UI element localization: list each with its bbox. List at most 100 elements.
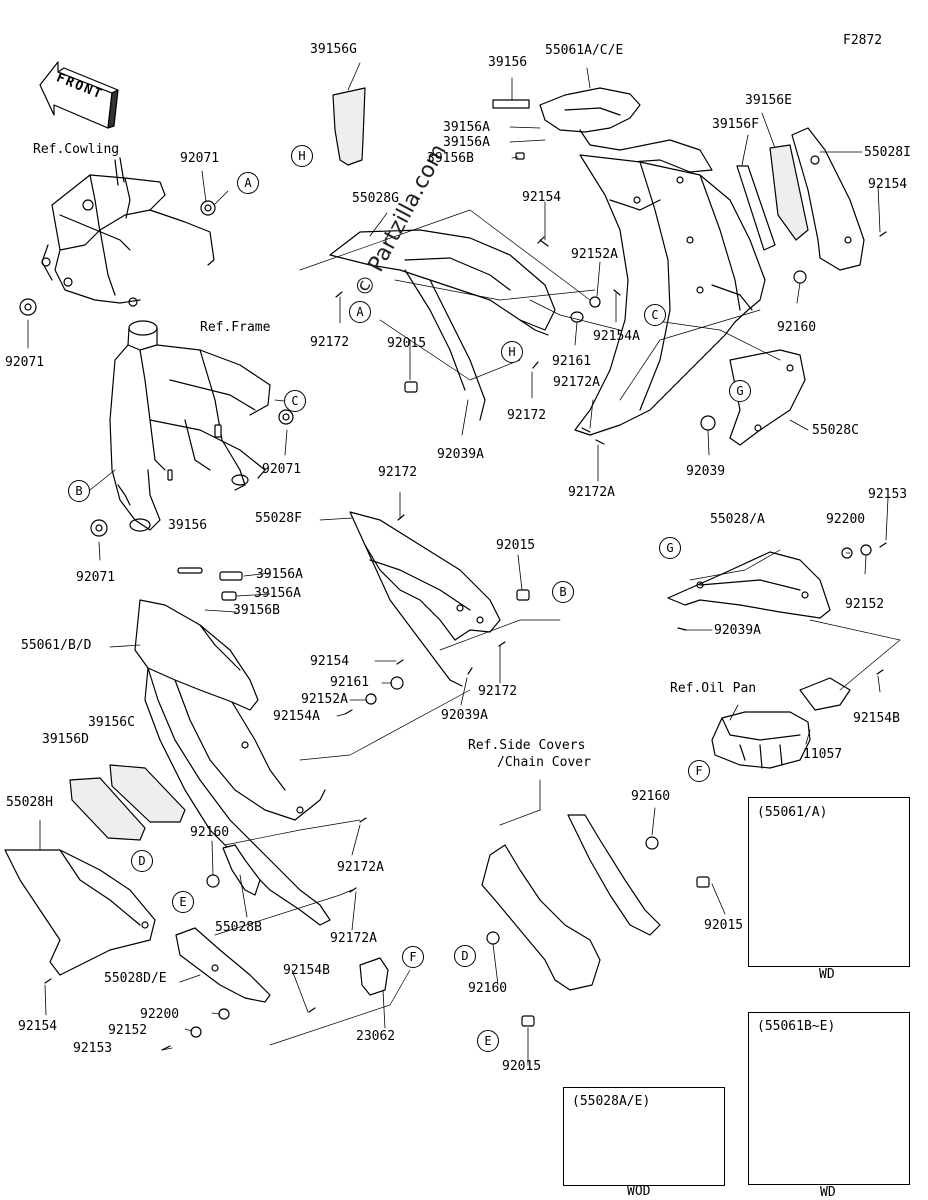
inset-box-55061A [748, 797, 910, 967]
part-label[interactable]: 55028F [255, 511, 302, 526]
callout-f[interactable]: F [688, 760, 710, 782]
part-label[interactable]: 92152A [571, 247, 618, 262]
callout-g[interactable]: G [659, 537, 681, 559]
part-label[interactable]: 55061/B/D [21, 638, 92, 653]
part-label[interactable]: 92154 [310, 654, 350, 669]
inset-box-55061B-E [748, 1012, 910, 1185]
callout-g[interactable]: G [729, 380, 751, 402]
part-label[interactable]: 92152A [301, 692, 348, 707]
part-label[interactable]: 23062 [356, 1029, 396, 1044]
part-label[interactable]: 92153 [868, 487, 908, 502]
callout-b[interactable]: B [68, 480, 90, 502]
part-label[interactable]: 92200 [140, 1007, 180, 1022]
callout-h[interactable]: H [291, 145, 313, 167]
part-label[interactable]: 55028I [864, 145, 911, 160]
callout-c[interactable]: C [284, 390, 306, 412]
inset-title: (55061B~E) [757, 1019, 836, 1034]
part-label[interactable]: 92071 [180, 151, 220, 166]
part-label[interactable]: 39156B [233, 603, 280, 618]
part-label[interactable]: 92172A [568, 485, 615, 500]
strip-39156E-part [770, 145, 808, 240]
part-label[interactable]: 39156F [712, 117, 759, 132]
part-label[interactable]: 92154 [522, 190, 562, 205]
part-label[interactable]: 92172 [310, 335, 350, 350]
part-label[interactable]: 55028B [215, 920, 262, 935]
part-label[interactable]: 92071 [76, 570, 116, 585]
part-label[interactable]: 39156G [310, 42, 357, 57]
part-label[interactable]: 92160 [468, 981, 508, 996]
part-label[interactable]: 92015 [387, 336, 427, 351]
part-label[interactable]: 11057 [803, 747, 843, 762]
part-label[interactable]: 39156C [88, 715, 135, 730]
callout-c[interactable]: C [644, 304, 666, 326]
part-label[interactable]: 55028/A [710, 512, 765, 527]
bracket-55028I-part [792, 128, 864, 270]
part-label[interactable]: 92161 [330, 675, 370, 690]
part-label[interactable]: 39156A [443, 120, 490, 135]
part-label[interactable]: 92154 [868, 177, 908, 192]
part-label[interactable]: 39156D [42, 732, 89, 747]
part-label[interactable]: 92015 [496, 538, 536, 553]
callout-h[interactable]: H [501, 341, 523, 363]
grommet-92071-a [201, 201, 215, 215]
callout-d[interactable]: D [454, 945, 476, 967]
part-label[interactable]: 92172A [330, 931, 377, 946]
part-label[interactable]: 92015 [502, 1059, 542, 1074]
part-label[interactable]: 39156 [488, 55, 528, 70]
part-label[interactable]: 92154 [18, 1019, 58, 1034]
part-label[interactable]: 92160 [631, 789, 671, 804]
part-label[interactable]: 39156B [427, 151, 474, 166]
part-label[interactable]: 92039A [441, 708, 488, 723]
callout-b[interactable]: B [552, 581, 574, 603]
part-label[interactable]: 92160 [190, 825, 230, 840]
inset-caption: WD [820, 1185, 836, 1200]
part-label[interactable]: 55028C [812, 423, 859, 438]
part-label[interactable]: 55028H [6, 795, 53, 810]
panel-55028G-part [330, 230, 555, 420]
part-label[interactable]: 92172 [478, 684, 518, 699]
inset-caption: WOD [627, 1184, 651, 1199]
part-label[interactable]: 92172 [507, 408, 547, 423]
part-label[interactable]: 39156A [254, 586, 301, 601]
callout-e[interactable]: E [477, 1030, 499, 1052]
frame-part [110, 321, 270, 531]
part-label[interactable]: 92039 [686, 464, 726, 479]
figure-code: F2872 [843, 33, 883, 48]
part-label[interactable]: 92154B [283, 963, 330, 978]
part-label[interactable]: 92152 [108, 1023, 148, 1038]
callout-f[interactable]: F [402, 946, 424, 968]
part-label[interactable]: 92071 [5, 355, 45, 370]
part-label[interactable]: 39156 [168, 518, 208, 533]
screw-set [45, 232, 886, 1050]
part-label[interactable]: 92172A [553, 375, 600, 390]
part-label[interactable]: 92015 [704, 918, 744, 933]
callout-a[interactable]: A [349, 301, 371, 323]
part-label[interactable]: 92172A [337, 860, 384, 875]
part-label[interactable]: 39156A [443, 135, 490, 150]
part-label[interactable]: 92200 [826, 512, 866, 527]
part-label[interactable]: 55028G [352, 191, 399, 206]
cowl-upper-right-part [575, 155, 765, 435]
part-label[interactable]: 55061A/C/E [545, 43, 624, 58]
panel-55028A-part [668, 552, 830, 618]
part-label[interactable]: 92172 [378, 465, 418, 480]
panel-55028H-part [5, 850, 155, 975]
part-label[interactable]: 92039A [437, 447, 484, 462]
strip-39156D-part [70, 778, 145, 840]
part-label[interactable]: 92153 [73, 1041, 113, 1056]
bracket-55028B-part [223, 845, 260, 895]
part-label[interactable]: 92039A [714, 623, 761, 638]
part-label[interactable]: 92161 [552, 354, 592, 369]
part-label[interactable]: 92152 [845, 597, 885, 612]
part-label[interactable]: 92154B [853, 711, 900, 726]
part-label[interactable]: 55028D/E [104, 971, 167, 986]
callout-d[interactable]: D [131, 850, 153, 872]
part-label[interactable]: 92154A [593, 329, 640, 344]
part-label[interactable]: 92160 [777, 320, 817, 335]
callout-a[interactable]: A [237, 172, 259, 194]
callout-e[interactable]: E [172, 891, 194, 913]
part-label[interactable]: 39156E [745, 93, 792, 108]
part-label[interactable]: 39156A [256, 567, 303, 582]
part-label[interactable]: 92154A [273, 709, 320, 724]
part-label[interactable]: 92071 [262, 462, 302, 477]
